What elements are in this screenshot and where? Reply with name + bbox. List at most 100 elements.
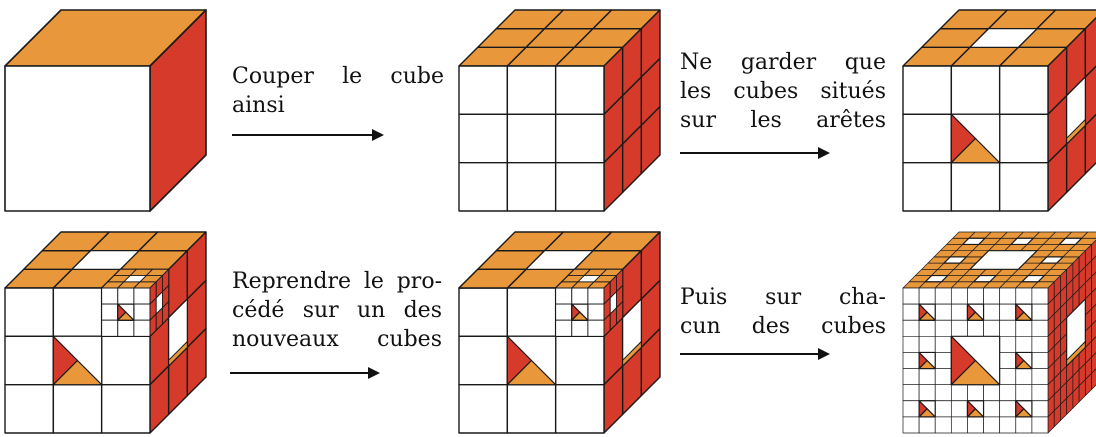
cube-facet — [1040, 256, 1064, 264]
cube-facet — [1084, 17, 1096, 78]
cube-facet — [967, 287, 984, 305]
cube-facet — [571, 319, 589, 337]
cube-cut — [458, 9, 661, 212]
cube-all-refined — [902, 231, 1096, 434]
cube-facet — [458, 268, 527, 289]
cube-facet — [999, 368, 1017, 386]
cube-facet — [4, 335, 55, 386]
cube-facet — [1066, 341, 1086, 367]
cube-facet — [950, 287, 968, 305]
cube-facet — [506, 287, 557, 338]
cube-facet — [918, 287, 936, 305]
cube-facet — [555, 287, 573, 305]
arrow-repeat — [230, 367, 380, 379]
cube-facet — [918, 335, 936, 353]
cube-facet — [101, 319, 119, 337]
cube-facet — [934, 352, 952, 369]
cube-facet — [999, 303, 1017, 321]
cube-facet — [918, 311, 936, 321]
cube-facet — [640, 105, 661, 175]
cube-facet — [918, 359, 936, 370]
cube-facet — [1031, 384, 1049, 402]
cube-facet — [587, 303, 605, 321]
cube-facet — [967, 416, 984, 434]
cube-facet — [999, 287, 1017, 305]
cube-facet — [983, 384, 1001, 402]
cube-facet — [924, 274, 949, 283]
caption-keep-line3: sur les arêtes — [680, 108, 886, 133]
cube-facet — [998, 65, 1049, 116]
cube-facet — [918, 319, 936, 337]
caption-keep-line1: Ne garder que — [680, 50, 886, 75]
cube-facet — [969, 250, 1038, 270]
cube-facet — [1015, 359, 1033, 370]
cube-facet — [506, 113, 557, 164]
cube-facet — [934, 384, 952, 402]
cube-facet — [902, 303, 920, 321]
caption-each-line2: cun des cubes — [680, 314, 886, 339]
cube-facet — [934, 400, 952, 418]
arrow-keep — [680, 147, 830, 159]
cube-edges — [902, 9, 1096, 212]
cube-facet — [615, 301, 624, 325]
cube-facet — [902, 384, 920, 402]
caption-keep: Ne garder que les cubes situés sur les a… — [680, 48, 886, 135]
cube-facet — [918, 416, 936, 434]
cube-facet — [999, 400, 1017, 418]
cube-facet — [506, 65, 557, 116]
cube-facet — [161, 301, 170, 325]
cube-one-refined — [4, 231, 207, 434]
cube-facet — [1015, 368, 1033, 386]
cube-facet — [967, 319, 984, 337]
cube-one-refined-colored — [458, 231, 661, 434]
cube-facet — [966, 311, 985, 321]
caption-repeat-line1: Reprendre le pro- — [232, 269, 442, 294]
cube-facet — [554, 161, 605, 212]
cube-facet — [918, 384, 936, 402]
cube-facet — [168, 341, 188, 367]
cube-facet — [71, 250, 140, 270]
cube-facet — [555, 319, 573, 337]
caption-each: Puis sur cha- cun des cubes — [680, 283, 886, 341]
cube-facet — [458, 383, 509, 434]
cube-facet — [1058, 237, 1083, 246]
cube-facet — [1015, 408, 1033, 418]
cube-facet — [950, 137, 1001, 164]
cube-facet — [555, 303, 573, 321]
cube-facet — [4, 383, 55, 434]
cube-facet — [999, 335, 1017, 353]
cube-facet — [117, 287, 135, 305]
cube-facet — [587, 319, 605, 337]
cube-facet — [1010, 237, 1034, 246]
cube-facet — [902, 161, 953, 212]
caption-repeat-line3: nouveaux cubes — [232, 327, 442, 352]
cube-facet — [1031, 287, 1049, 305]
cube-facet — [1015, 287, 1033, 305]
cube-facet — [934, 287, 952, 305]
cube-facet — [934, 335, 952, 353]
cube-facet — [1031, 400, 1049, 418]
cube-plain — [4, 9, 207, 212]
cube-facet — [973, 274, 997, 283]
cube-facet — [571, 311, 589, 321]
cube-facet — [506, 383, 557, 434]
cube-facet — [101, 287, 119, 305]
cube-facet — [967, 384, 984, 402]
cube-facet — [52, 359, 103, 386]
cube-facet — [902, 400, 920, 418]
cube-facet — [133, 287, 151, 305]
cube-facet — [1084, 113, 1096, 175]
cube-facet — [622, 341, 642, 367]
cube-facet — [458, 65, 509, 116]
arrow-cut — [232, 129, 384, 141]
cube-facet — [950, 65, 1001, 116]
arrow-head-icon — [372, 129, 384, 141]
cube-facet — [902, 416, 920, 434]
cube-facet — [998, 113, 1049, 164]
cube-facet — [525, 250, 594, 270]
cube-facet — [4, 287, 55, 338]
cube-facet — [1015, 311, 1033, 321]
cube-facet — [587, 287, 605, 305]
caption-cut: Couper le cube ainsi — [232, 62, 444, 120]
cube-facet — [950, 400, 968, 418]
